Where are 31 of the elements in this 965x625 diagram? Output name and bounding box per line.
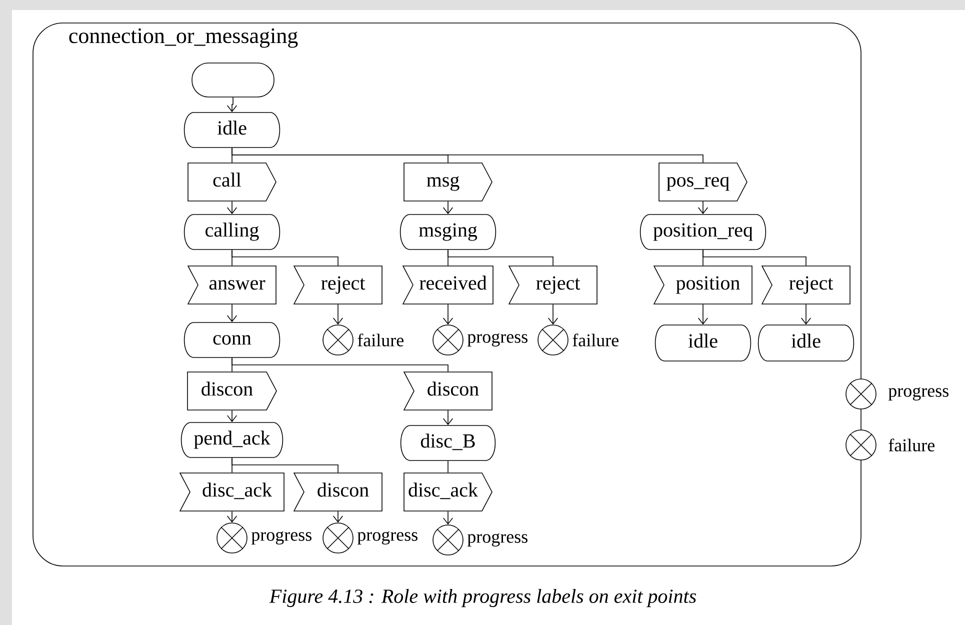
arrow — [226, 410, 238, 422]
exit-label: failure — [572, 334, 618, 346]
arrow — [332, 304, 344, 325]
arrow — [800, 304, 812, 325]
connector-line — [232, 148, 704, 163]
connector-line — [232, 250, 338, 266]
connector-line — [448, 250, 554, 266]
start-symbol — [192, 62, 274, 98]
connector-line — [232, 458, 338, 473]
exit-label: progress — [467, 333, 528, 347]
arrow — [442, 304, 454, 325]
exit-label: progress — [357, 531, 418, 545]
arrow — [548, 304, 558, 325]
arrow — [226, 201, 238, 214]
exit-label: failure — [358, 334, 404, 346]
exit-label: progress — [467, 533, 528, 547]
arrow — [442, 511, 454, 525]
arrow — [332, 511, 344, 523]
connector-line — [702, 250, 806, 266]
arrow — [226, 304, 238, 322]
arrow — [698, 201, 708, 214]
exit-label: progress — [251, 531, 312, 545]
arrow — [226, 511, 238, 523]
connector-line — [232, 358, 448, 372]
arrow — [226, 97, 238, 112]
exit-label: failure — [888, 438, 934, 452]
arrow — [698, 304, 708, 325]
exit-label: progress — [888, 387, 948, 401]
arrow — [442, 410, 454, 426]
arrow — [442, 201, 454, 214]
figure-caption: Figure 4.13 : Role with progress labels on exit points — [269, 588, 696, 608]
